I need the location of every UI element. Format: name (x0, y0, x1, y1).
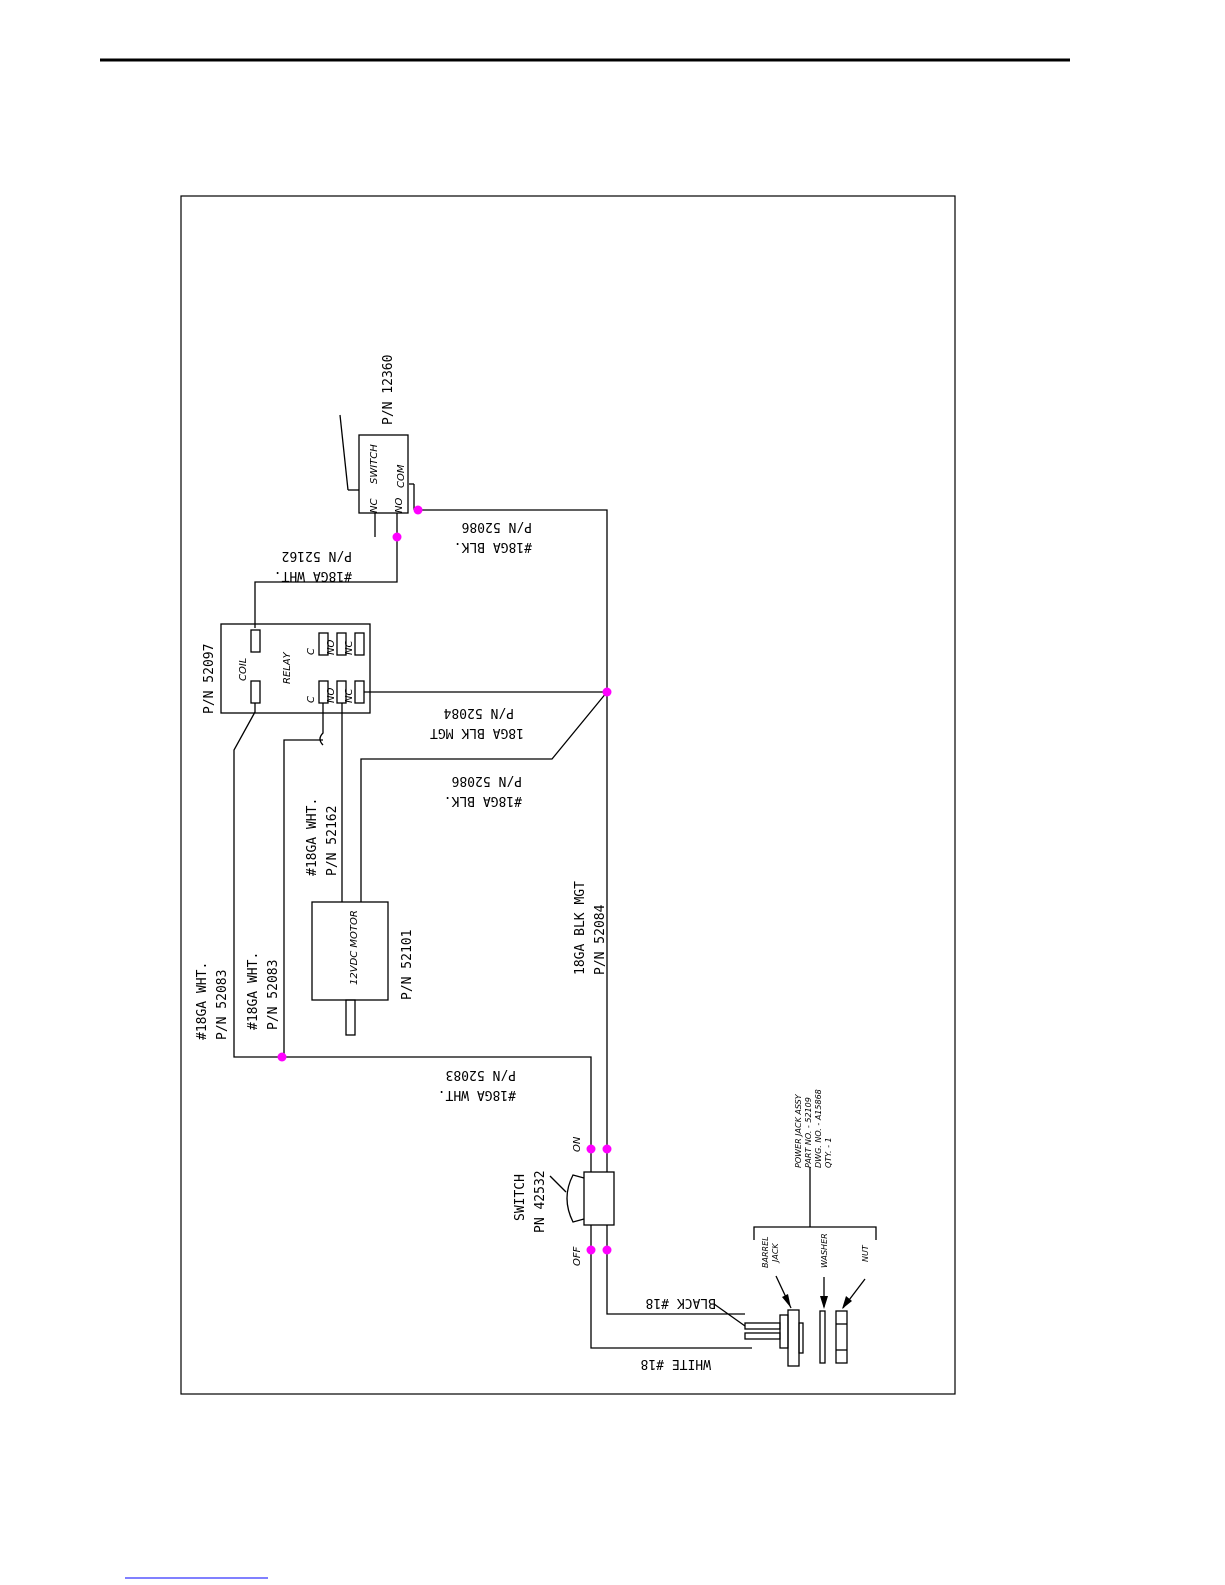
relay-c1: C (306, 648, 317, 655)
wire-black-lead (713, 1303, 746, 1327)
wire-no-to-coil (254, 537, 398, 628)
junction-dot (602, 1144, 612, 1154)
label-white-18: WHITE #18 (641, 1356, 711, 1371)
wire-top-name: #18GA WHT. (274, 568, 352, 583)
wire-blk-to-motor (360, 691, 608, 902)
motor-wht-pn: P/N 52162 (325, 806, 340, 876)
limit-switch-no: NO (394, 498, 405, 513)
junction-dot (586, 1245, 596, 1255)
limit-switch-nc: NC (369, 499, 380, 513)
wht-low-name: #18GA WHT. (438, 1087, 516, 1102)
limit-switch-name: SWITCH (369, 444, 380, 484)
rocker-switch-name: SWITCH (513, 1174, 528, 1221)
wire-black-18 (606, 1250, 745, 1315)
limit-switch (339, 414, 415, 537)
assy-line-4: QTY. - 1 (824, 1137, 833, 1168)
assy-line-2: PART NO. - 52109 (804, 1097, 813, 1168)
motor-pn: P/N 52101 (400, 930, 415, 1000)
motor (311, 901, 389, 1036)
label-jack: JACK (771, 1243, 780, 1264)
rocker-switch (549, 1149, 615, 1250)
junction-dot (602, 687, 612, 697)
wht1-name: #18GA WHT. (195, 962, 210, 1040)
assy-line-1: POWER JACK ASSY (794, 1093, 803, 1168)
mgt-pn: P/N 52084 (443, 705, 514, 720)
relay-coil: COIL (238, 658, 249, 681)
wht2-name: #18GA WHT. (246, 952, 261, 1030)
wire-coil-to-switch (233, 703, 592, 1149)
label-nut: NUT (861, 1244, 870, 1262)
wht1-pn: P/N 52083 (215, 970, 230, 1040)
relay-no1: NO (326, 640, 337, 655)
power-jack-callouts (753, 1167, 877, 1309)
relay-label: RELAY (282, 651, 293, 684)
wht2-pn: P/N 52083 (266, 960, 281, 1030)
label-washer: WASHER (820, 1233, 829, 1268)
label-barrel: BARREL (761, 1236, 770, 1268)
motor-label: 12VDC MOTOR (349, 910, 360, 985)
junction-dot (602, 1245, 612, 1255)
relay-c2: C (306, 696, 317, 703)
limit-switch-com: COM (396, 464, 407, 488)
relay-nc2: NC (344, 689, 355, 703)
wire-white-18 (590, 1250, 752, 1349)
mgt-name: 18GA BLK MGT (430, 725, 524, 740)
switch-on: ON (572, 1136, 583, 1152)
switch-off: OFF (572, 1246, 583, 1266)
wire-c-to-junction (283, 703, 324, 1055)
motor-wht-name: #18GA WHT. (305, 798, 320, 876)
junction-dot (586, 1144, 596, 1154)
wire-blk-top-pn: P/N 52086 (462, 519, 532, 534)
rocker-switch-pn: PN 42532 (533, 1170, 548, 1233)
mgt2-name: 18GA BLK MGT (573, 881, 588, 975)
diagram-frame (180, 195, 956, 1395)
blk-mid-name: #18GA BLK. (444, 793, 522, 808)
assy-line-3: DWG. NO. - A15868 (814, 1089, 823, 1168)
power-jack (744, 1309, 848, 1367)
wire-blk-top-name: #18GA BLK. (454, 539, 532, 554)
label-black-18: BLACK #18 (646, 1295, 716, 1310)
junction-dots (277, 505, 612, 1255)
wire-top-pn: P/N 52162 (282, 548, 352, 563)
blk-mid-pn: P/N 52086 (452, 773, 522, 788)
relay-nc1: NC (344, 641, 355, 655)
mgt2-pn: P/N 52084 (593, 904, 608, 975)
wire-com-to-bus (414, 509, 608, 1149)
junction-dot (413, 505, 423, 515)
relay-no2: NO (326, 688, 337, 703)
junction-dot (392, 532, 402, 542)
junction-dot (277, 1052, 287, 1062)
wht-low-pn: P/N 52083 (446, 1067, 516, 1082)
limit-switch-pn: P/N 12360 (381, 355, 396, 425)
relay-pn: P/N 52097 (202, 644, 217, 714)
relay (220, 623, 371, 714)
